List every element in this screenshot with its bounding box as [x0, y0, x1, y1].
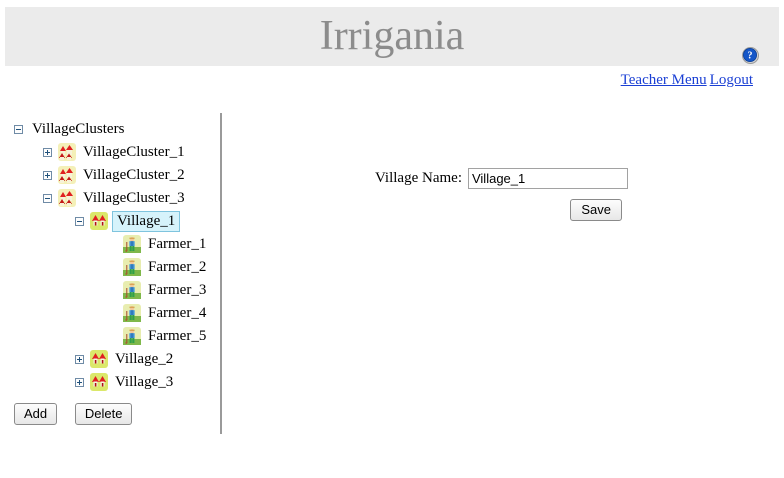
tree-node-label[interactable]: Farmer_1 — [148, 236, 207, 253]
tree-node[interactable]: Farmer_4 — [0, 302, 218, 325]
app-header: Irrigania ? — [5, 7, 779, 66]
farmer-icon — [123, 257, 141, 276]
tree-leaf-spacer — [108, 309, 117, 318]
teacher-menu-link[interactable]: Teacher Menu — [620, 72, 707, 88]
svg-text:?: ? — [748, 51, 753, 62]
tree-node[interactable]: VillageClusters — [0, 118, 218, 141]
help-circle-icon[interactable]: ? — [742, 47, 759, 64]
collapse-minus-icon[interactable] — [43, 194, 52, 204]
tree-node[interactable]: Farmer_2 — [0, 256, 218, 279]
tree-leaf-spacer — [108, 286, 117, 295]
tree-action-buttons: Add Delete — [14, 403, 133, 425]
page-title: Irrigania — [319, 13, 465, 59]
tree-node-label[interactable]: Village_3 — [115, 374, 174, 391]
tree-node-label[interactable]: VillageCluster_3 — [83, 190, 185, 207]
tree-node[interactable]: Farmer_3 — [0, 279, 218, 302]
tree-node-label[interactable]: VillageCluster_1 — [83, 144, 185, 161]
tree-node-label[interactable]: Farmer_5 — [148, 328, 207, 345]
tree-node-label[interactable]: Village_1 — [112, 211, 181, 233]
tree-node-label[interactable]: Farmer_2 — [148, 259, 207, 276]
expand-plus-icon[interactable] — [75, 378, 84, 388]
expand-plus-icon[interactable] — [75, 355, 84, 365]
village-name-label: Village Name: — [375, 170, 462, 186]
village-cluster-icon — [58, 188, 76, 207]
tree-node[interactable]: Farmer_5 — [0, 325, 218, 348]
farmer-icon — [123, 234, 141, 253]
farmer-icon — [123, 326, 141, 345]
village-name-input[interactable] — [467, 168, 628, 189]
tree-node[interactable]: VillageCluster_2 — [0, 164, 218, 187]
tree-node-label[interactable]: Farmer_4 — [148, 305, 207, 322]
tree-node[interactable]: Village_3 — [0, 371, 218, 394]
collapse-minus-icon[interactable] — [75, 217, 84, 227]
village-name-row: Village Name: — [375, 168, 628, 189]
tree-node-label[interactable]: Village_2 — [115, 351, 174, 368]
save-button[interactable]: Save — [570, 199, 622, 221]
village-cluster-icon — [58, 142, 76, 161]
save-row: Save — [375, 199, 622, 221]
village-icon — [90, 211, 108, 230]
village-icon — [90, 372, 108, 391]
tree-node[interactable]: VillageCluster_1 — [0, 141, 218, 164]
nav-links: Teacher Menu Logout — [621, 72, 753, 89]
add-button[interactable]: Add — [14, 403, 58, 425]
tree-node-label[interactable]: VillageCluster_2 — [83, 167, 185, 184]
tree-leaf-spacer — [108, 332, 117, 341]
panel-divider — [220, 113, 222, 434]
tree-node[interactable]: Village_2 — [0, 348, 218, 371]
tree-node[interactable]: Farmer_1 — [0, 233, 218, 256]
village-edit-form: Village Name: Save — [375, 168, 628, 221]
logout-link[interactable]: Logout — [709, 72, 753, 88]
tree-node[interactable]: VillageCluster_3 — [0, 187, 218, 210]
expand-plus-icon[interactable] — [43, 148, 52, 158]
expand-plus-icon[interactable] — [43, 171, 52, 181]
village-cluster-icon — [58, 165, 76, 184]
delete-button[interactable]: Delete — [74, 403, 133, 425]
tree-leaf-spacer — [108, 263, 117, 272]
village-icon — [90, 349, 108, 368]
tree-node-label[interactable]: Farmer_3 — [148, 282, 207, 299]
tree-leaf-spacer — [108, 240, 117, 249]
tree-node[interactable]: Village_1 — [0, 210, 218, 233]
tree-node-label[interactable]: VillageClusters — [32, 121, 125, 138]
farmer-icon — [123, 303, 141, 322]
collapse-minus-icon[interactable] — [14, 125, 23, 135]
farmer-icon — [123, 280, 141, 299]
